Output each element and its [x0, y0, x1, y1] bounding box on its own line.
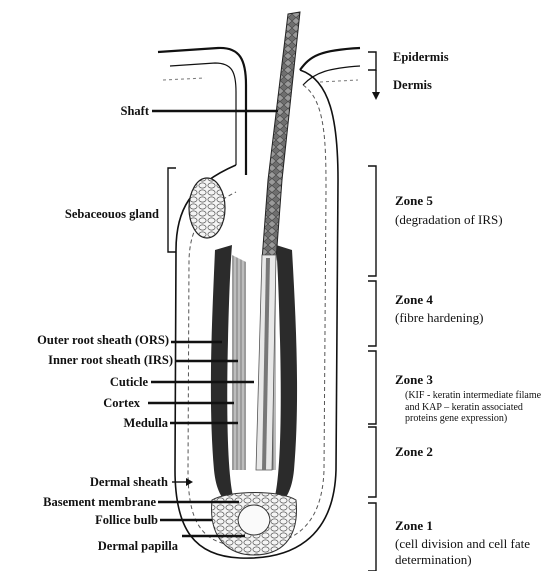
outer-root-sheath-shape: [211, 245, 297, 505]
zone1-description: (cell division and cell fate determinati…: [395, 536, 540, 568]
sebaceous-bracket: [168, 168, 176, 252]
label-shaft: Shaft: [121, 104, 149, 118]
zone3-title: Zone 3: [395, 372, 433, 387]
zone-brackets: [368, 52, 376, 571]
label-outer-root-sheath: Outer root sheath (ORS): [37, 333, 169, 347]
label-cuticle: Cuticle: [110, 375, 148, 389]
zone4-description: (fibre hardening): [395, 310, 483, 326]
label-medulla: Medulla: [124, 416, 168, 430]
zone5-description: (degradation of IRS): [395, 212, 503, 228]
label-dermal-sheath: Dermal sheath: [90, 475, 168, 489]
label-dermal-papilla: Dermal papilla: [98, 539, 178, 553]
zone3-description: (KIF - keratin intermediate filaments an…: [405, 390, 541, 425]
zone2-title: Zone 2: [395, 444, 433, 459]
dermis-arrow: [372, 70, 380, 100]
label-cortex: Cortex: [103, 396, 140, 410]
label-sebaceous-gland: Sebaceouos gland: [65, 207, 159, 221]
zone1-title: Zone 1: [395, 518, 433, 533]
zone4-title: Zone 4: [395, 292, 433, 307]
label-inner-root-sheath: Inner root sheath (IRS): [48, 353, 173, 367]
label-dermis: Dermis: [393, 78, 432, 92]
label-follice-bulb: Follice bulb: [95, 513, 158, 527]
follicle-walls: [175, 70, 338, 558]
zone5-title: Zone 5: [395, 193, 433, 208]
sebaceous-gland-shape: [189, 178, 225, 238]
label-basement-membrane: Basement membrane: [43, 495, 156, 509]
label-epidermis: Epidermis: [393, 50, 449, 64]
